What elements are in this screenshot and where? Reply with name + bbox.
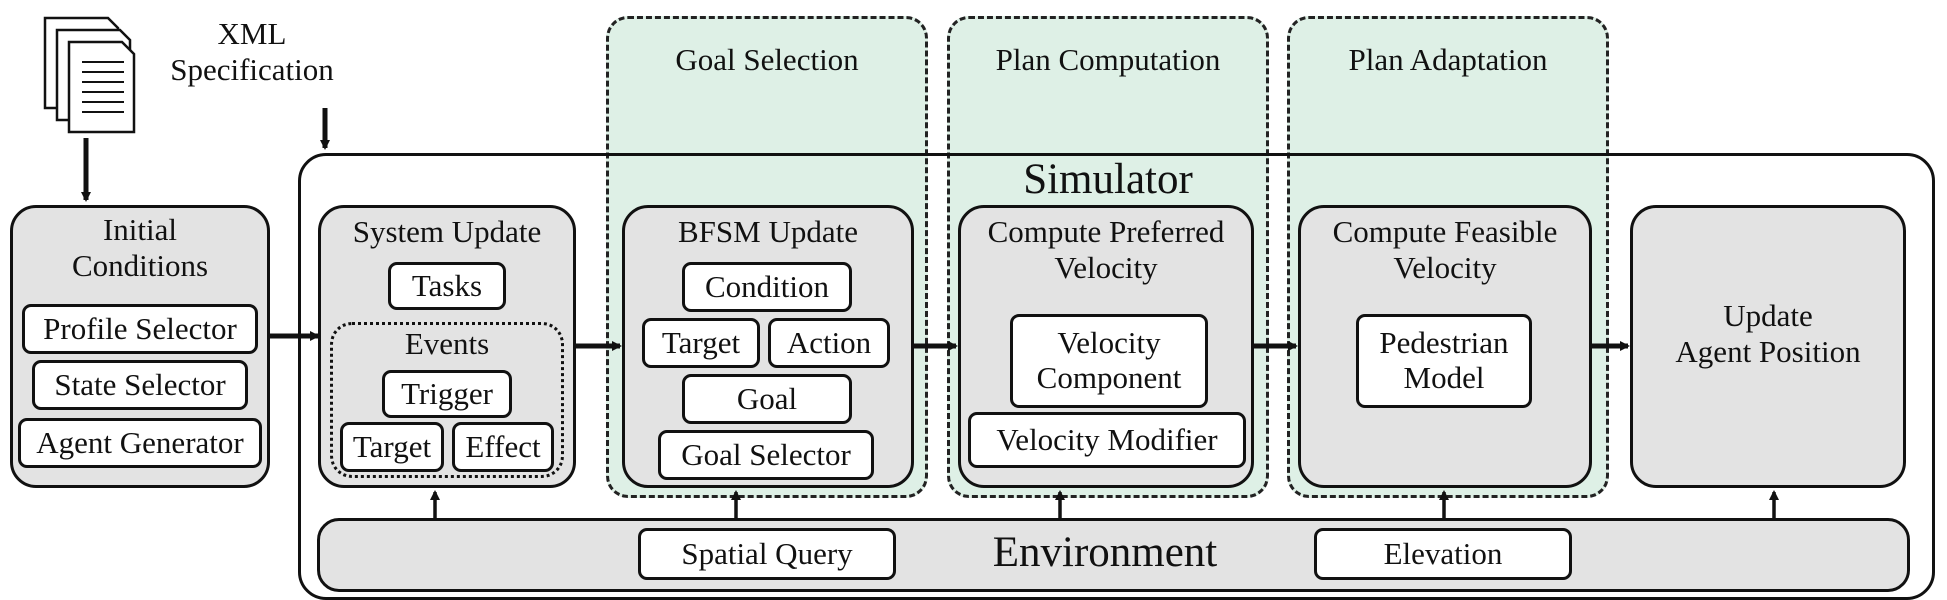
tasks-box: Tasks: [388, 262, 506, 310]
goal-selector-box: Goal Selector: [658, 430, 874, 480]
events-label: Events: [404, 326, 490, 361]
stage-title-plan-computation: Plan Computation: [995, 42, 1221, 77]
environment-label: Environment: [992, 529, 1218, 576]
spatial-query-box: Spatial Query: [638, 528, 896, 580]
velocity-component-line2: Component: [1036, 360, 1182, 395]
initial-conditions-title: Initial Conditions: [10, 212, 270, 284]
environment-bar: [317, 518, 1910, 592]
velocity-component-line1: Velocity: [1057, 325, 1161, 361]
preferred-velocity-title-line2: Velocity: [1054, 249, 1158, 285]
update-position-label: Update Agent Position: [1630, 298, 1906, 370]
simulator-label: Simulator: [1023, 156, 1193, 203]
preferred-velocity-title-line1: Compute Preferred: [987, 214, 1225, 249]
velocity-component-box: Velocity Component: [1010, 314, 1208, 408]
stage-title-plan-adaptation: Plan Adaptation: [1348, 42, 1548, 77]
elevation-box: Elevation: [1314, 528, 1572, 580]
update-position-panel: [1630, 205, 1906, 488]
bfsm-target-box: Target: [642, 318, 760, 368]
update-position-line2: Agent Position: [1675, 333, 1861, 369]
xml-spec-line1: XML: [217, 16, 287, 51]
pedestrian-model-line1: Pedestrian: [1379, 325, 1509, 361]
state-selector-box: State Selector: [32, 360, 248, 410]
trigger-box: Trigger: [382, 370, 512, 418]
xml-spec-title: XML Specification: [132, 16, 372, 88]
events-target-box: Target: [340, 422, 444, 472]
pedestrian-model-box: Pedestrian Model: [1356, 314, 1532, 408]
effect-box: Effect: [452, 422, 554, 472]
events-group: [330, 322, 564, 478]
feasible-velocity-title-line2: Velocity: [1393, 249, 1497, 285]
system-update-title: System Update: [352, 214, 542, 249]
profile-selector-box: Profile Selector: [22, 304, 258, 354]
condition-box: Condition: [682, 262, 852, 312]
xml-spec-line2: Specification: [170, 51, 334, 87]
stage-title-goal-selection: Goal Selection: [675, 42, 859, 77]
feasible-velocity-title: Compute Feasible Velocity: [1298, 214, 1592, 286]
initial-conditions-title-line2: Conditions: [71, 247, 209, 283]
preferred-velocity-title: Compute Preferred Velocity: [958, 214, 1254, 286]
goal-box: Goal: [682, 374, 852, 424]
velocity-modifier-box: Velocity Modifier: [968, 412, 1246, 468]
simulator-frame: [298, 153, 1935, 600]
initial-conditions-title-line1: Initial: [102, 212, 178, 247]
agent-generator-box: Agent Generator: [18, 418, 262, 468]
pedestrian-model-line2: Model: [1403, 360, 1485, 395]
bfsm-update-title: BFSM Update: [678, 214, 858, 249]
action-box: Action: [768, 318, 890, 368]
feasible-velocity-title-line1: Compute Feasible: [1332, 214, 1558, 249]
update-position-line1: Update: [1723, 298, 1813, 333]
